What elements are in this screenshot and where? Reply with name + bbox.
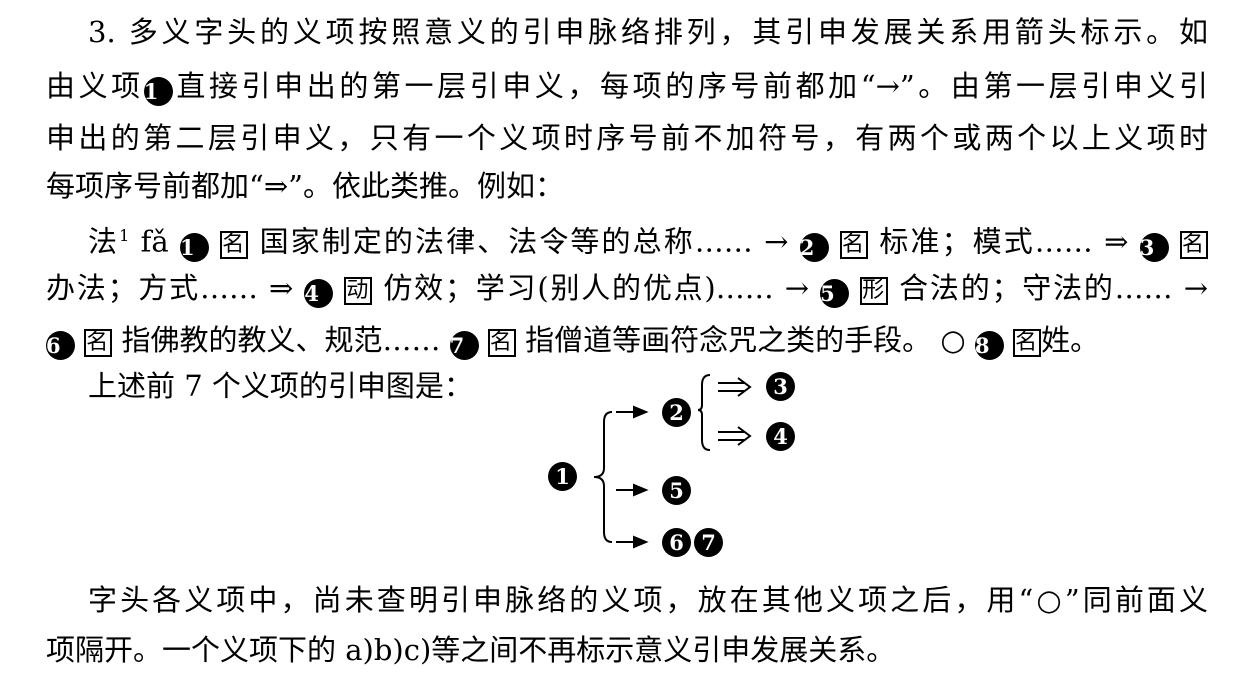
circled-number: 8 bbox=[974, 331, 1004, 360]
headword: 法 bbox=[88, 224, 120, 259]
example-line: 6 名 指佛教的教义、规范…… 7 名 指僧道等画符念咒之类的手段。 ○ 8 名… bbox=[46, 320, 1208, 360]
circled-number: 6 bbox=[46, 331, 75, 360]
sense-text: 指佛教的教义、规范…… bbox=[121, 323, 441, 357]
example-line: 办法；方式…… ⇒ 4 动 仿效；学习(别人的优点)…… → 5 形 合法的；守… bbox=[46, 268, 1208, 308]
node-2: 2 bbox=[662, 398, 691, 427]
pos-tag: 名 bbox=[1013, 329, 1042, 357]
text-line: 字头各义项中，尚未查明引申脉络的义项，放在其他义项之后，用“○”同前面义 bbox=[88, 583, 1208, 617]
sense-text: 办法；方式…… bbox=[46, 271, 258, 305]
node-5: 5 bbox=[662, 476, 691, 505]
brace-and-arrows bbox=[593, 374, 752, 549]
double-arrow: ⇒ bbox=[269, 271, 294, 305]
separator-circle: ○ bbox=[940, 323, 966, 357]
pos-tag: 名 bbox=[84, 329, 113, 357]
circled-number: 2 bbox=[799, 232, 829, 262]
superscript: 1 bbox=[119, 226, 130, 245]
pos-tag: 名 bbox=[487, 329, 516, 357]
circled-number: 1 bbox=[143, 77, 173, 106]
derivation-diagram: 1 2 3 4 5 6 7 bbox=[500, 360, 800, 560]
node-6: 6 bbox=[662, 528, 691, 557]
text-line: 3. 多义字头的义项按照意义的引申脉络排列，其引申发展关系用箭头标示。如 bbox=[88, 15, 1208, 49]
diagram-intro: 上述前 7 个义项的引申图是： bbox=[88, 369, 473, 403]
node-1: 1 bbox=[548, 462, 577, 491]
node-4: 4 bbox=[766, 422, 795, 451]
pos-tag: 动 bbox=[344, 277, 373, 305]
node-7: 7 bbox=[694, 528, 723, 557]
text-line: 申出的第二层引申义，只有一个义项时序号前不加符号，有两个或两个以上义项时 bbox=[46, 121, 1208, 155]
circled-number: 1 bbox=[179, 232, 209, 262]
arrow: → bbox=[1183, 271, 1208, 305]
pos-tag: 名 bbox=[840, 230, 869, 259]
circled-number: 4 bbox=[304, 279, 334, 308]
sense-text: 姓。 bbox=[1041, 323, 1100, 357]
pos-tag: 形 bbox=[860, 277, 889, 305]
left-brace bbox=[593, 411, 613, 543]
text: 直接引申出的第一层引申义，每项的序号前都加“→”。由第一层引申义引 bbox=[172, 69, 1208, 103]
right-brace bbox=[697, 374, 711, 451]
pos-tag: 名 bbox=[220, 230, 249, 259]
arrow: → bbox=[784, 271, 810, 305]
sense-text: 指僧道等画符念咒之类的手段。 bbox=[525, 323, 932, 357]
sense-text: 国家制定的法律、法令等的总称…… bbox=[259, 224, 753, 259]
text-line: 项隔开。一个义项下的 a)b)c)等之间不再标示意义引申发展关系。 bbox=[46, 633, 896, 667]
sense-text: 标准；模式…… bbox=[879, 224, 1093, 259]
text: 由义项 bbox=[46, 69, 144, 103]
pos-tag: 名 bbox=[1180, 230, 1209, 259]
node-3: 3 bbox=[766, 372, 795, 401]
arrow: → bbox=[764, 224, 789, 259]
circled-number: 7 bbox=[449, 331, 479, 360]
double-arrow: ⇒ bbox=[1104, 224, 1129, 259]
sense-text: 合法的；守法的…… bbox=[899, 271, 1173, 305]
circled-number: 5 bbox=[820, 279, 850, 308]
sense-text: 仿效；学习(别人的优点)…… bbox=[383, 271, 774, 305]
pinyin: fǎ bbox=[140, 224, 169, 259]
circled-number: 3 bbox=[1139, 232, 1169, 262]
text-line: 每项序号前都加“⇒”。依此类推。例如： bbox=[46, 169, 564, 203]
example-line: 法1 fǎ 1 名 国家制定的法律、法令等的总称…… → 2 名 标准；模式……… bbox=[88, 216, 1209, 262]
